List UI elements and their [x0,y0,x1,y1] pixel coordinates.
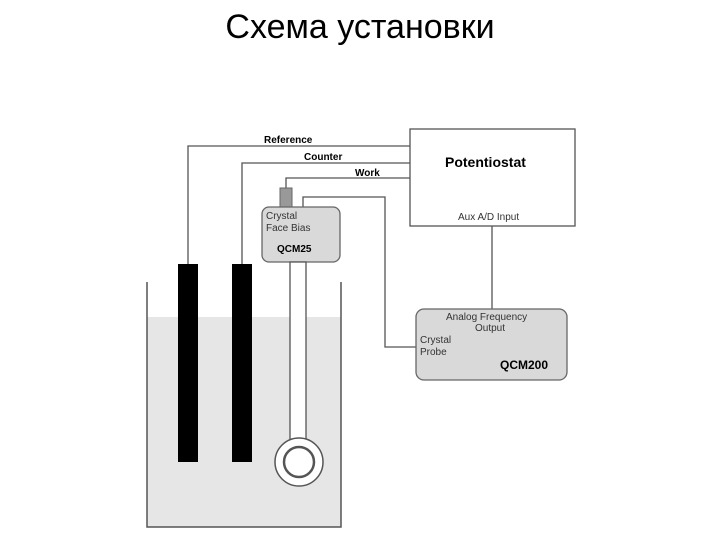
work-wire [285,177,410,190]
qcm25-label-face-bias: Face Bias [266,223,310,234]
potentiostat-port: Aux A/D Input [458,212,519,223]
potentiostat-name: Potentiostat [445,154,526,170]
crystal-holder-inner [282,445,316,479]
qcm200-probe-line1: Crystal [420,335,451,346]
potentiostat-box [409,128,576,227]
counter-wire [241,162,410,264]
qcm25-name: QCM25 [277,244,312,255]
crystal-probe-wire [302,196,417,348]
work-label: Work [355,168,380,179]
reference-wire [187,145,410,264]
qcm200-box [415,308,568,381]
reference-electrode [178,264,198,462]
crystal-holder-rod [289,261,307,441]
counter-label: Counter [304,152,342,163]
qcm200-output-line1: Analog Frequency [446,312,527,323]
beaker [146,282,342,528]
qcm25-connector [279,187,293,209]
qcm200-output-line2: Output [475,323,505,334]
reference-label: Reference [264,135,313,146]
counter-electrode [232,264,252,462]
slide-title: Схема установки [225,8,495,46]
qcm200-name: QCM200 [500,358,548,372]
qcm200-probe-line2: Probe [420,347,447,358]
qcm25-label-crystal: Crystal [266,211,297,222]
